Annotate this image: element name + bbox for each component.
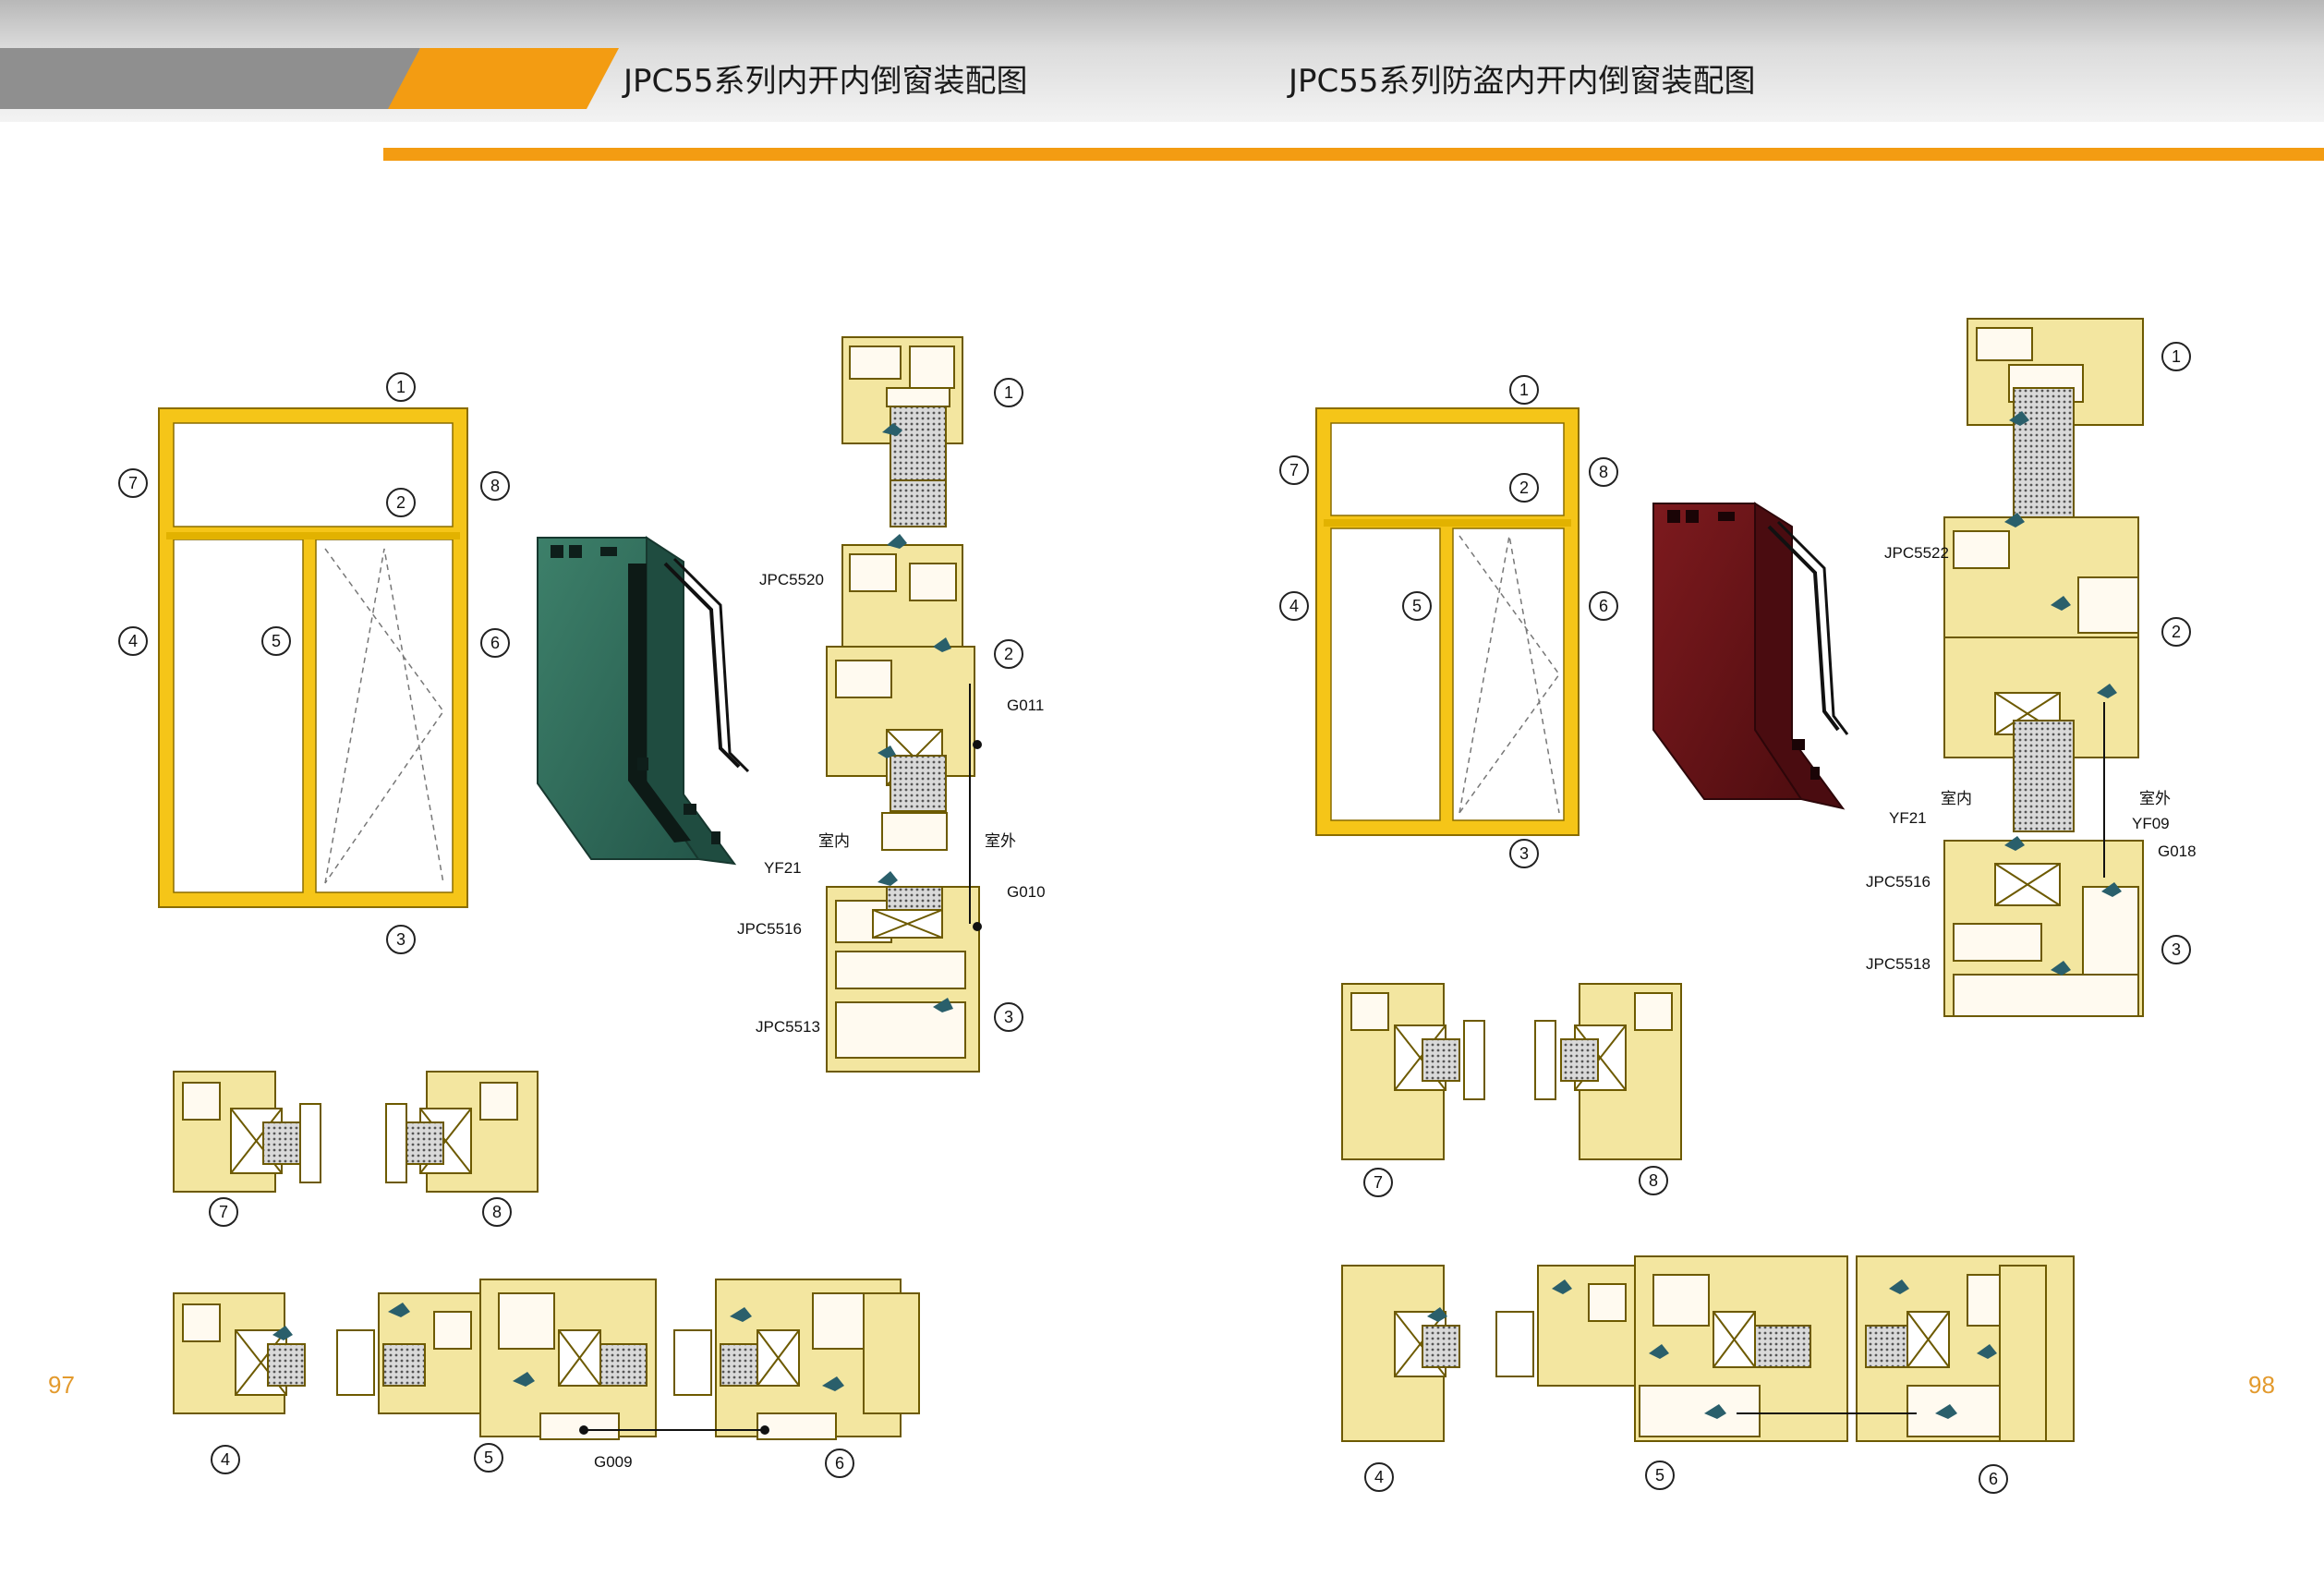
callout-3: 3 [386, 925, 416, 954]
callout-2: 2 [386, 488, 416, 517]
left-window-elevation [158, 407, 468, 908]
callout-5: 5 [261, 626, 291, 656]
label-jpc5518: JPC5518 [1866, 955, 1931, 973]
label-yf09: YF09 [2132, 815, 2170, 832]
right-section-callout-5: 5 [1645, 1461, 1675, 1490]
label-yf21-right: YF21 [1889, 809, 1927, 827]
right-callout-5: 5 [1402, 591, 1432, 621]
label-jpc5522: JPC5522 [1884, 544, 1949, 562]
header-orange-rule [383, 148, 2324, 161]
right-section-7 [1341, 983, 1485, 1160]
label-jpc5513: JPC5513 [756, 1018, 820, 1036]
left-page-number: 97 [48, 1371, 75, 1399]
right-horizontal-gaskets [1427, 1279, 1997, 1419]
left-vertical-gaskets [878, 423, 953, 1012]
section-callout-7: 7 [209, 1197, 238, 1227]
label-g010: G010 [1007, 883, 1046, 901]
right-callout-4: 4 [1279, 591, 1309, 621]
right-section-callout-3: 3 [2161, 935, 2191, 964]
right-vertical-gaskets [2004, 411, 2122, 976]
right-callout-3: 3 [1509, 839, 1539, 868]
label-inside-left: 室内 [818, 832, 850, 850]
right-section-callout-6: 6 [1979, 1464, 2008, 1494]
right-section-callout-4: 4 [1364, 1462, 1394, 1492]
right-callout-7: 7 [1279, 455, 1309, 485]
label-jpc5516-right: JPC5516 [1866, 873, 1931, 891]
callout-6: 6 [480, 628, 510, 658]
label-inside-right: 室内 [1941, 790, 1972, 807]
section-callout-5: 5 [474, 1443, 503, 1473]
green-corner-sample [537, 536, 750, 866]
right-section-callout-7: 7 [1363, 1168, 1393, 1197]
left-section-7 [173, 1071, 321, 1193]
right-window-elevation [1315, 407, 1580, 836]
right-vertical-section [1943, 318, 2144, 1017]
right-section-8 [1534, 983, 1682, 1160]
left-section-8 [385, 1071, 539, 1193]
right-callout-6: 6 [1589, 591, 1618, 621]
right-callout-1: 1 [1509, 375, 1539, 405]
label-g018: G018 [2158, 842, 2197, 860]
callout-4: 4 [118, 626, 148, 656]
right-page-number: 98 [2248, 1371, 2275, 1399]
callout-7: 7 [118, 468, 148, 498]
section-callout-8: 8 [482, 1197, 512, 1227]
label-g009: G009 [594, 1453, 633, 1471]
section-callout-1: 1 [994, 378, 1023, 407]
label-jpc5516-left: JPC5516 [737, 920, 802, 938]
left-page-title: JPC55系列内开内倒窗装配图 [623, 63, 1028, 100]
label-yf21-left: YF21 [764, 859, 802, 877]
label-outside-left: 室外 [985, 832, 1016, 850]
right-section-callout-8: 8 [1639, 1166, 1668, 1195]
right-page-title: JPC55系列防盗内开内倒窗装配图 [1289, 63, 1756, 100]
header-orange-tab [388, 48, 619, 109]
left-vertical-section [826, 336, 982, 1073]
left-horizontal-gaskets [272, 1303, 844, 1391]
section-callout-6: 6 [825, 1449, 854, 1478]
label-outside-right: 室外 [2139, 790, 2171, 807]
left-horizontal-section [173, 1279, 920, 1440]
right-callout-2: 2 [1509, 473, 1539, 503]
section-callout-2: 2 [994, 639, 1023, 669]
right-section-callout-1: 1 [2161, 342, 2191, 371]
callout-8: 8 [480, 471, 510, 501]
section-callout-4: 4 [211, 1445, 240, 1474]
right-horizontal-section [1341, 1255, 2075, 1442]
right-section-callout-2: 2 [2161, 617, 2191, 647]
right-callout-8: 8 [1589, 457, 1618, 487]
label-g011: G011 [1007, 697, 1045, 714]
label-jpc5520: JPC5520 [759, 571, 824, 588]
callout-1: 1 [386, 372, 416, 402]
header-gray-tab [0, 48, 420, 109]
maroon-corner-sample [1652, 502, 1849, 810]
section-callout-3: 3 [994, 1002, 1023, 1032]
